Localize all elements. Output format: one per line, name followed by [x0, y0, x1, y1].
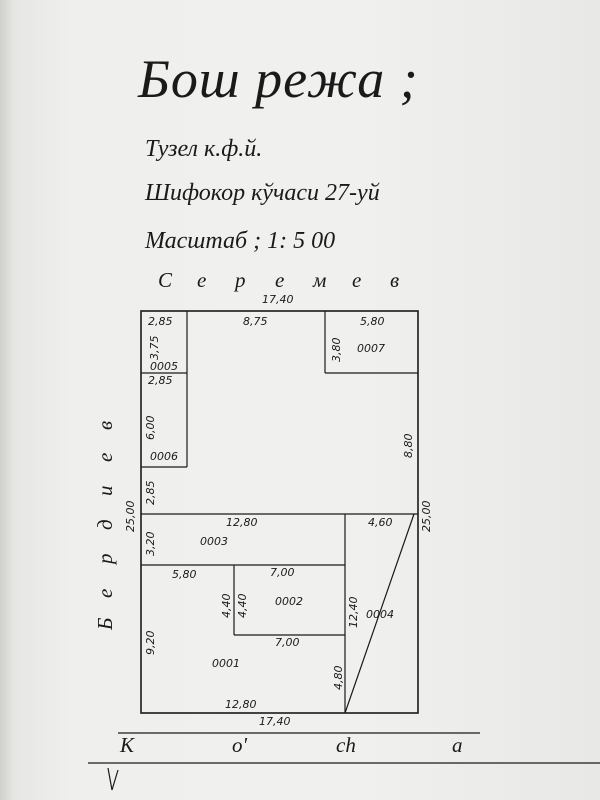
dim-label: 6,00 — [144, 416, 157, 441]
street-left-name: Б е р д и е в — [93, 421, 117, 631]
street-top-letter: р — [233, 268, 246, 292]
dim-label: 2,85 — [148, 374, 173, 387]
dim-label: 4,40 — [236, 594, 249, 619]
page-edge — [0, 0, 14, 800]
street-bottom-letter: a — [452, 733, 463, 757]
dim-label-left-total: 25,00 — [124, 501, 137, 533]
scale-line: Масштаб ; 1: 5 00 — [145, 228, 336, 254]
diagonal-line — [344, 513, 415, 714]
dim-label: 5,80 — [360, 315, 385, 328]
street-top-letter: С — [158, 268, 173, 292]
dim-label: 2,85 — [144, 481, 157, 506]
street-left-letter: в — [93, 421, 117, 430]
room-id-0002: 0002 — [275, 595, 303, 608]
street-top-letter: в — [390, 268, 399, 292]
address-line: Шифокор кўчаси 27-уй — [145, 180, 380, 206]
dim-label: 8,80 — [402, 434, 415, 459]
room-id-0003: 0003 — [200, 535, 228, 548]
street-left-letter: е — [93, 453, 117, 462]
street-left-letter: е — [93, 589, 117, 598]
dim-label: 4,60 — [368, 516, 393, 529]
room-id-0004: 0004 — [366, 608, 394, 621]
dim-label: 2,85 — [148, 315, 173, 328]
street-left-letter: р — [93, 554, 117, 567]
dim-label: 12,80 — [226, 516, 258, 529]
room-id-0001: 0001 — [212, 657, 240, 670]
street-left-letter: Б — [93, 618, 117, 631]
dim-label: 3,20 — [144, 532, 157, 557]
dim-label: 9,20 — [144, 631, 157, 656]
street-top-letter: е — [352, 268, 361, 292]
owner-line: Тузел к.ф.й. — [145, 136, 263, 162]
dim-label: 7,00 — [275, 636, 300, 649]
dim-label-bottom-total: 17,40 — [259, 715, 291, 728]
dim-label: 4,40 — [220, 594, 233, 619]
dim-label: 12,40 — [347, 597, 360, 629]
dim-label-right-total: 25,00 — [420, 501, 433, 533]
street-top-letter: е — [197, 268, 206, 292]
street-top-letter: м — [312, 268, 326, 292]
dim-label: 12,80 — [225, 698, 257, 711]
dim-label-top-total: 17,40 — [262, 293, 294, 306]
street-left-letter: и — [93, 486, 117, 497]
pen-mark — [107, 767, 119, 791]
dim-label: 3,75 — [148, 336, 161, 361]
street-top-name: С е р е м е в — [158, 268, 399, 292]
street-bottom-letter: K — [119, 733, 135, 757]
plan-title: Бош режа ; — [138, 49, 419, 109]
dim-label: 7,00 — [270, 566, 295, 579]
dim-label: 3,80 — [330, 338, 343, 363]
dim-label: 8,75 — [243, 315, 268, 328]
plot-boundary — [140, 310, 419, 714]
street-left-letter: д — [93, 519, 117, 530]
room-id-0005: 0005 — [150, 360, 178, 373]
street-bottom-letter: o' — [232, 733, 248, 757]
street-top-letter: е — [275, 268, 284, 292]
room-id-0006: 0006 — [150, 450, 178, 463]
street-bottom-letter: ch — [336, 733, 356, 757]
dim-label: 5,80 — [172, 568, 197, 581]
room-id-0007: 0007 — [357, 342, 385, 355]
dim-label: 4,80 — [332, 666, 345, 691]
